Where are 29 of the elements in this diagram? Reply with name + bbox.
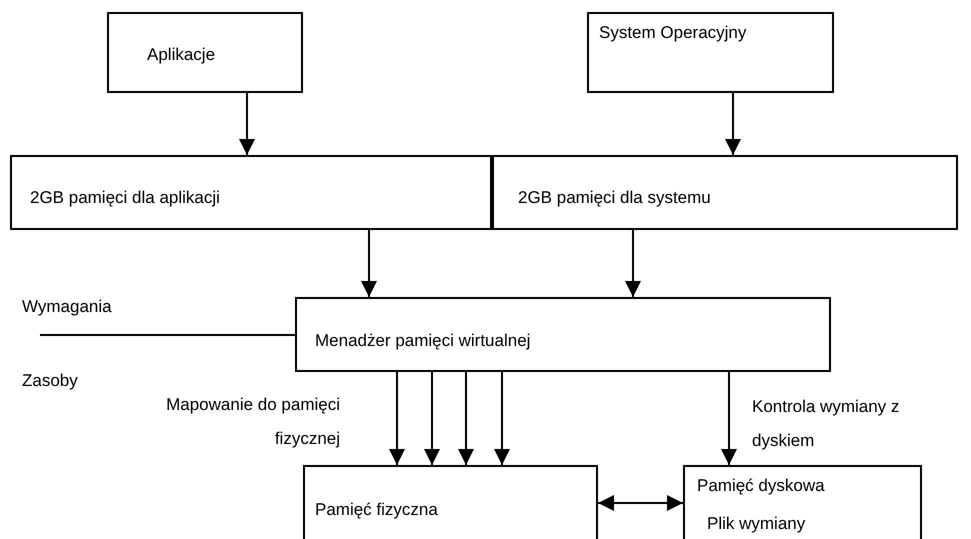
- box-label: Aplikacje: [147, 44, 216, 66]
- box-label: 2GB pamięci dla systemu: [518, 187, 711, 209]
- text-label: Mapowanie do pamięci fizycznej: [165, 394, 340, 450]
- arrow: [361, 230, 377, 297]
- box-label: Plik wymiany: [706, 512, 806, 534]
- box-label: Pamięć dyskowa: [697, 475, 825, 497]
- process-box: [10, 155, 492, 230]
- arrow: [598, 495, 683, 511]
- box-label: Pamięć fizyczna: [315, 499, 438, 521]
- arrow: [424, 372, 440, 465]
- text-label: Wymagania: [22, 296, 112, 318]
- arrow: [721, 372, 737, 465]
- box-label: Menadżer pamięci wirtualnej: [315, 330, 530, 352]
- process-box: [492, 155, 958, 230]
- box-label: System Operacyjny: [599, 22, 746, 44]
- text-label: Zasoby: [22, 370, 78, 392]
- process-box: [107, 12, 303, 93]
- process-box: [683, 465, 922, 539]
- process-box: [303, 465, 598, 539]
- arrow: [725, 93, 741, 155]
- arrow: [458, 372, 474, 465]
- arrow: [625, 230, 641, 297]
- process-box: [295, 297, 831, 372]
- line: [40, 334, 295, 336]
- process-box: [587, 12, 834, 93]
- arrow: [389, 372, 405, 465]
- box-label: 2GB pamięci dla aplikacji: [30, 187, 220, 209]
- arrow: [494, 372, 510, 465]
- arrow: [239, 93, 255, 155]
